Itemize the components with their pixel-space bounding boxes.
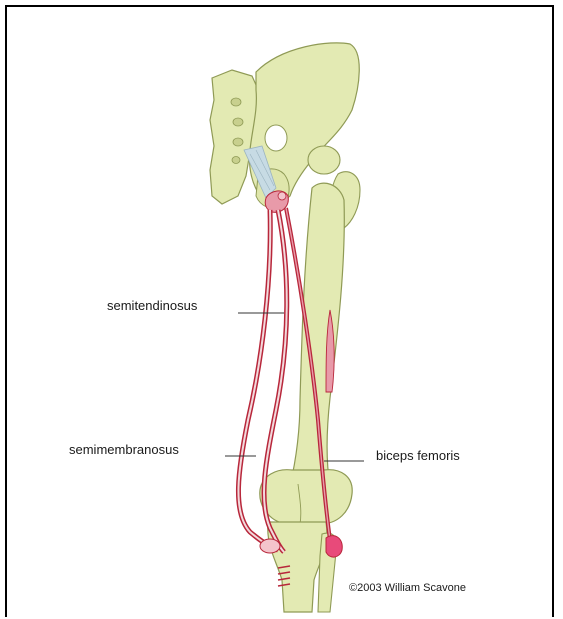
fibular-head-insertion <box>326 536 342 557</box>
label-semimembranosus: semimembranosus <box>69 443 179 457</box>
femur <box>290 183 344 486</box>
pes-anserinus-insertion <box>260 539 280 553</box>
femoral-head <box>308 146 340 174</box>
copyright-credit: ©2003 William Scavone <box>349 582 466 594</box>
label-biceps-femoris: biceps femoris <box>376 449 460 463</box>
obturator-foramen <box>265 125 287 151</box>
label-semitendinosus: semitendinosus <box>107 299 197 313</box>
femoral-condyles <box>260 470 352 524</box>
